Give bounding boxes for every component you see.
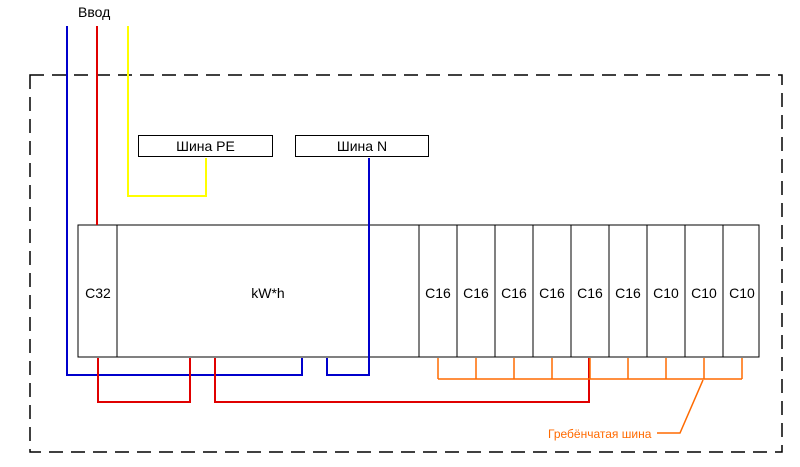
breaker-label: C16: [615, 285, 641, 301]
comb-label-leader: [657, 379, 704, 434]
wire-phase-main-meter: [97, 358, 191, 403]
comb-bus-label: Гребёнчатая шина: [548, 427, 652, 441]
wire-phase-meter-breakers: [214, 358, 590, 403]
breaker-dividers: [456, 225, 724, 357]
wire-neutral-bus: [326, 158, 370, 376]
breaker-label: C16: [463, 285, 489, 301]
breaker-label: C10: [653, 285, 679, 301]
comb-busbar: [437, 358, 743, 380]
wire-input-neutral: [66, 26, 303, 376]
meter-label: kW*h: [251, 285, 285, 301]
breaker-label: C16: [539, 285, 565, 301]
breaker-label: C10: [691, 285, 717, 301]
input-label: Ввод: [78, 4, 111, 20]
breaker-label: C10: [729, 285, 755, 301]
breaker-label: C16: [501, 285, 527, 301]
bus-pe: Шина PE: [138, 135, 273, 157]
breaker-label: C16: [425, 285, 451, 301]
breaker-label: C16: [577, 285, 603, 301]
enclosure-border: [29, 74, 783, 453]
wire-input-pe: [127, 26, 207, 197]
bus-n: Шина N: [295, 135, 429, 157]
main-breaker-label: C32: [85, 285, 111, 301]
